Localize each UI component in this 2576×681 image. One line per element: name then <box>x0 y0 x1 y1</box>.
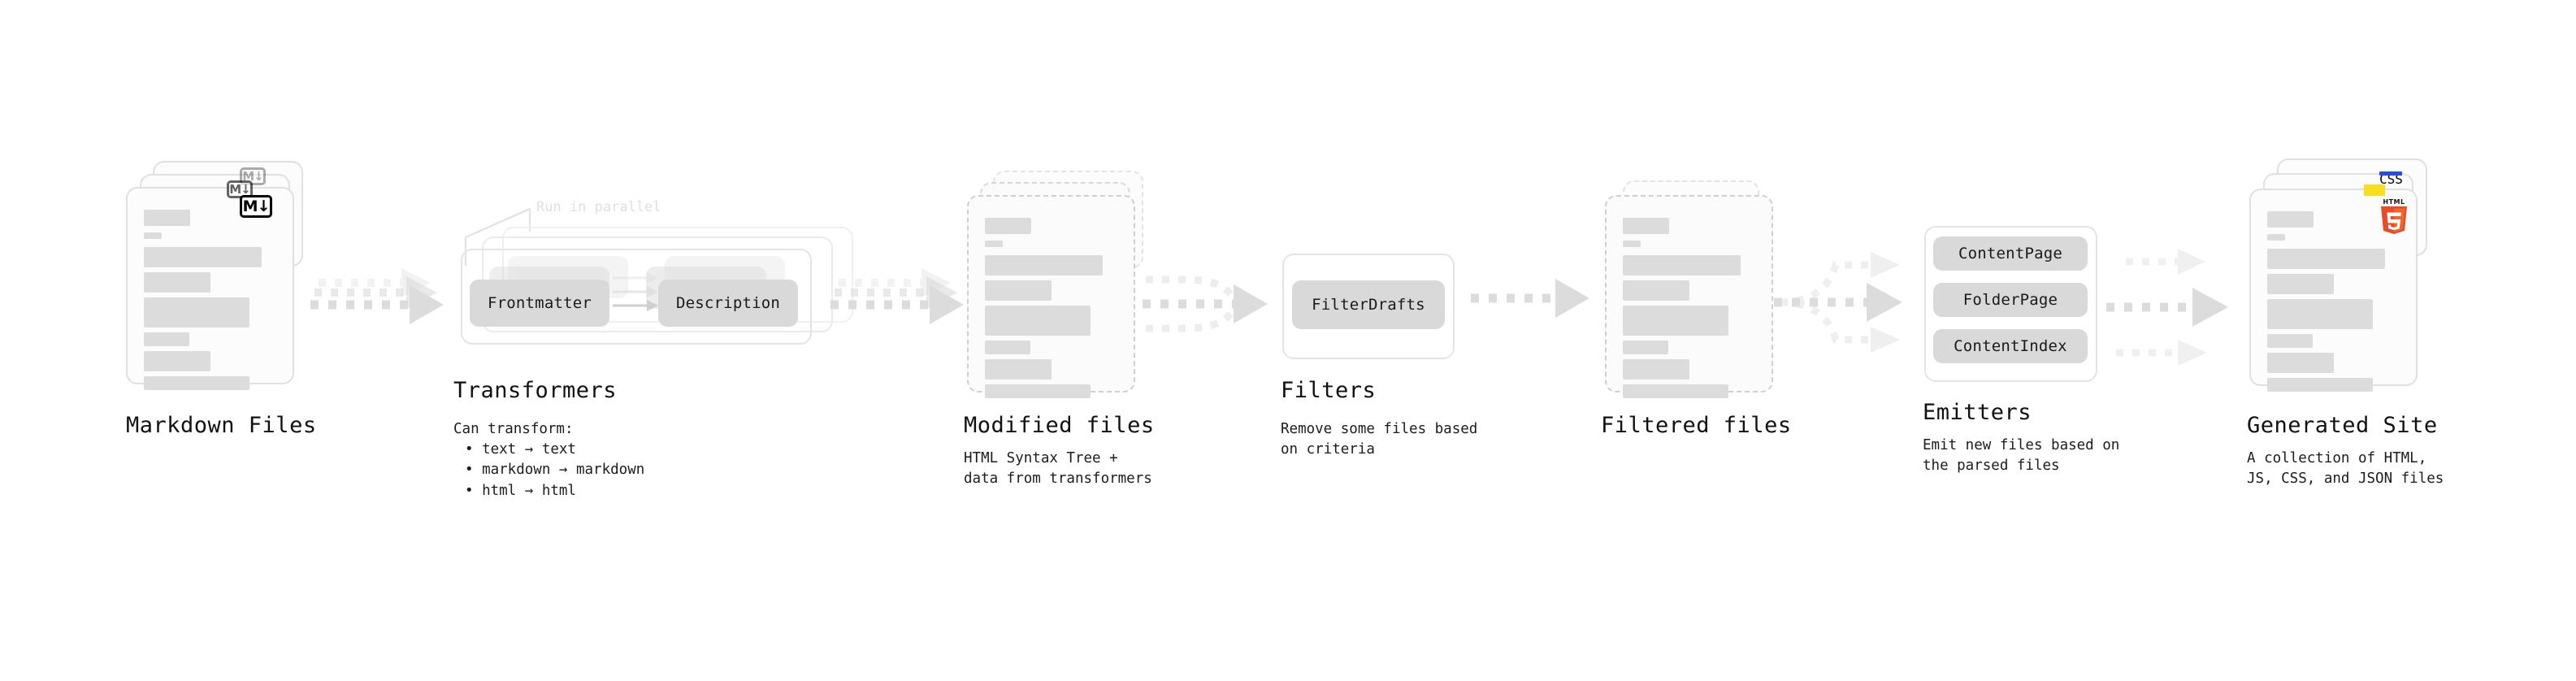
markdown-files-stack: M↓ M↓ M↓ <box>126 161 313 390</box>
stage-title-markdown-files: Markdown Files <box>126 413 317 438</box>
filters-box <box>1282 254 1455 359</box>
transformer-chip-frontmatter[interactable]: Frontmatter <box>470 280 609 327</box>
transformers-bullet-2: • html → html <box>465 482 576 499</box>
generated-site-stack: CSS HTML <box>2249 158 2452 392</box>
stage-title-emitters: Emitters <box>1923 400 2032 425</box>
html5-icon: HTML <box>2378 198 2410 236</box>
run-in-parallel-note: Run in parallel <box>536 199 661 215</box>
modified-card-front <box>967 195 1135 398</box>
stage-subtitle-modified-files: HTML Syntax Tree + data from transformer… <box>964 450 1152 488</box>
arrow-emitters-to-site <box>2106 229 2261 380</box>
stage-title-filtered-files: Filtered files <box>1601 413 1792 438</box>
transformers-bullet-text-2: html → html <box>482 482 576 499</box>
arrow-filters-to-filtered <box>1471 279 1601 335</box>
emitter-chip-contentindex[interactable]: ContentIndex <box>1933 329 2088 363</box>
transformers-bullet-1: • markdown → markdown <box>465 462 645 479</box>
emitters-box <box>1924 226 2097 382</box>
modified-files-stack <box>967 171 1154 398</box>
stage-subtitle-filters: Remove some files based on criteria <box>1281 421 1478 458</box>
html5-icon-word: HTML <box>2383 198 2405 206</box>
transformer-chip-description[interactable]: Description <box>658 280 798 327</box>
stage-title-transformers: Transformers <box>453 378 618 403</box>
markdown-icon: M↓ <box>240 195 272 218</box>
transformers-box-front <box>461 249 812 345</box>
filtered-files-stack <box>1605 180 1792 398</box>
stage-title-modified-files: Modified files <box>964 413 1155 438</box>
stage-subtitle-emitters: Emit new files based on the parsed files <box>1923 437 2120 475</box>
arrow-modified-to-filters <box>1138 262 1284 347</box>
stage-title-filters: Filters <box>1281 378 1377 403</box>
emitter-chip-folderpage[interactable]: FolderPage <box>1933 283 2088 317</box>
filter-chip-filterdrafts[interactable]: FilterDrafts <box>1292 280 1445 329</box>
stage-subtitle-generated-site: A collection of HTML, JS, CSS, and JSON … <box>2247 450 2444 488</box>
arrow-markdown-to-transformers <box>310 268 449 341</box>
filtered-card-front <box>1605 195 1773 398</box>
js-icon <box>2364 184 2385 196</box>
stage-title-generated-site: Generated Site <box>2247 413 2438 438</box>
arrow-filtered-to-emitters <box>1774 228 1924 378</box>
transformers-bullet-list: • text → text • markdown → markdown • ht… <box>465 440 644 501</box>
markdown-card-front <box>126 187 294 390</box>
stage-subtitle-transformers: Can transform: <box>453 421 574 437</box>
css-icon: CSS <box>2379 171 2403 187</box>
transformers-bullet-0: • text → text <box>465 441 576 458</box>
transformers-bullet-text-1: markdown → markdown <box>482 462 645 479</box>
transformers-bullet-text-0: text → text <box>482 441 576 458</box>
emitter-chip-contentpage[interactable]: ContentPage <box>1933 236 2088 271</box>
